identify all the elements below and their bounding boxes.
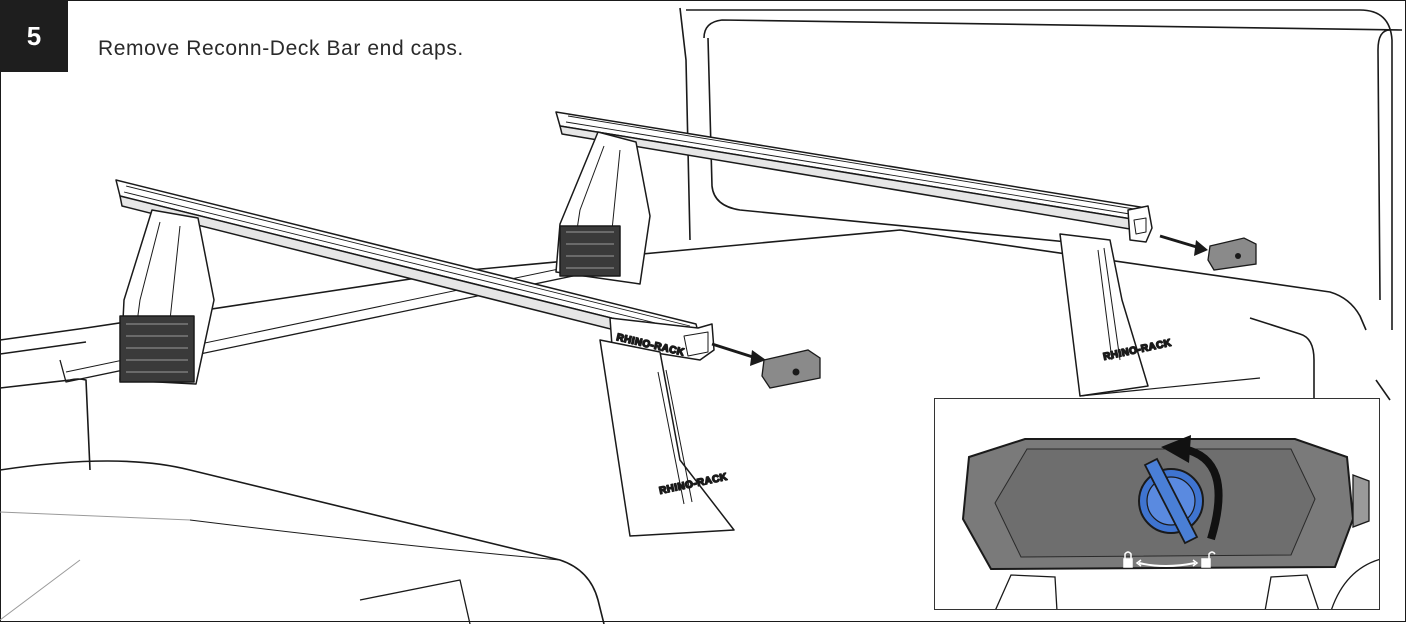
step-number-badge: 5	[0, 0, 68, 72]
lock-direction-indicator	[1138, 562, 1196, 567]
counterclockwise-arrow-icon	[1182, 445, 1223, 541]
end-cap-detail-inset	[934, 398, 1380, 610]
lock-key-handle	[1143, 457, 1199, 545]
rear-end-cap	[1159, 234, 1257, 271]
front-crossbar: RHINO-RACK RHINO-RACK	[115, 179, 735, 537]
rear-crossbar: RHINO-RACK	[555, 111, 1174, 397]
rear-window-top	[703, 19, 1403, 39]
bed-front-edge	[0, 460, 605, 624]
lock-closed-icon	[1123, 551, 1133, 568]
cab-edge	[679, 7, 691, 241]
rear-window-side	[707, 37, 1089, 245]
cab-top	[686, 9, 1393, 330]
front-end-cap	[711, 342, 821, 389]
rear-arrow-icon	[1194, 240, 1208, 256]
front-arrow-icon	[750, 350, 766, 366]
bed-rail	[0, 229, 1367, 341]
end-cap-detail-illustration	[961, 435, 1379, 609]
lock-open-icon	[1201, 551, 1216, 568]
step-instruction: Remove Reconn-Deck Bar end caps.	[98, 37, 464, 60]
